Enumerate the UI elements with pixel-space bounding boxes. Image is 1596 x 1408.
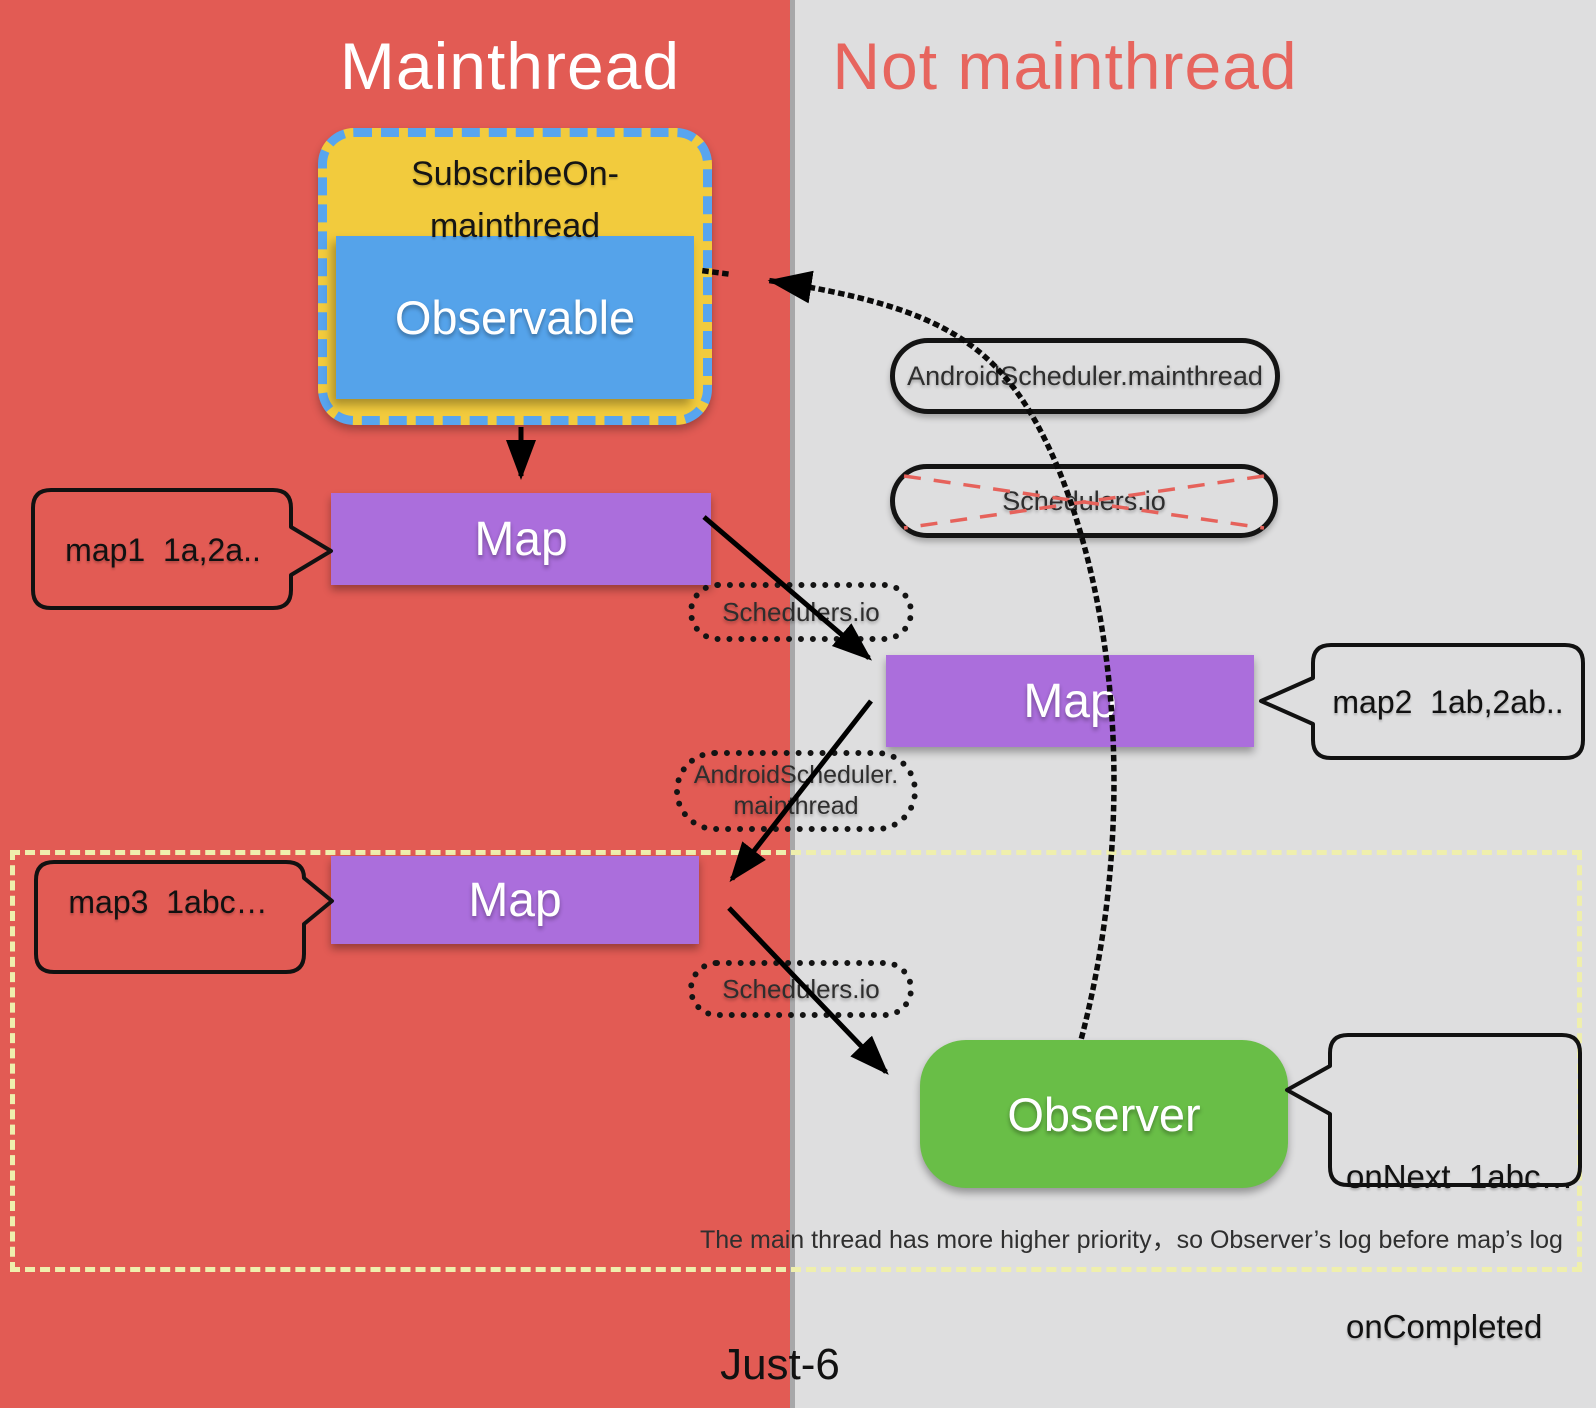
map1-box: Map: [331, 493, 711, 585]
bubble-map3-label: map3 1abc…: [68, 884, 268, 920]
pill-schedulers-io-1-label: Schedulers.io: [722, 596, 880, 627]
subscribeon-label-line1: SubscribeOn-: [411, 155, 619, 193]
bubble-observer-line1: onNext 1abc…: [1346, 1158, 1574, 1195]
observable-label: Observable: [394, 291, 636, 344]
observer-label: Observer: [1007, 1087, 1201, 1141]
note-text: The main thread has more higher priority…: [700, 1226, 1563, 1254]
observable-box: Observable: [336, 236, 694, 399]
pill-schedulers-io-1: Schedulers.io: [688, 582, 914, 642]
title-mainthread: Mainthread: [339, 29, 681, 103]
pill-androidscheduler-dotted-line1: AndroidScheduler.: [693, 761, 899, 789]
title-not-mainthread: Not mainthread: [832, 29, 1298, 103]
map1-label: Map: [474, 512, 568, 566]
pill-androidscheduler-mainthread: AndroidScheduler.mainthread: [890, 338, 1280, 414]
pill-schedulers-io-2-label: Schedulers.io: [722, 973, 880, 1004]
subscribeon-label-line2: mainthread: [429, 207, 601, 245]
footer-label: Just-6: [720, 1340, 840, 1389]
pill-androidscheduler-dotted-line2: mainthread: [733, 792, 859, 820]
pill-schedulers-io-2: Schedulers.io: [688, 960, 914, 1018]
pill-schedulers-io-crossed: Schedulers.io: [890, 464, 1278, 538]
observer-box: Observer: [920, 1040, 1288, 1188]
bubble-map2-label: map2 1ab,2ab..: [1332, 684, 1564, 720]
pill-schedulers-io-crossed-label: Schedulers.io: [1002, 485, 1166, 516]
map3-label: Map: [468, 873, 562, 927]
pill-androidscheduler-mainthread-label: AndroidScheduler.mainthread: [907, 360, 1263, 391]
subscribeon-mainthread-label: SubscribeOn- mainthread: [318, 148, 712, 252]
map2-box: Map: [886, 655, 1254, 747]
bubble-observer-line2: onCompleted: [1346, 1308, 1543, 1345]
map2-label: Map: [1023, 674, 1117, 728]
map3-box: Map: [331, 856, 699, 944]
bubble-map1-label: map1 1a,2a..: [65, 532, 261, 568]
pill-androidscheduler-dotted: AndroidScheduler. mainthread: [674, 750, 918, 832]
